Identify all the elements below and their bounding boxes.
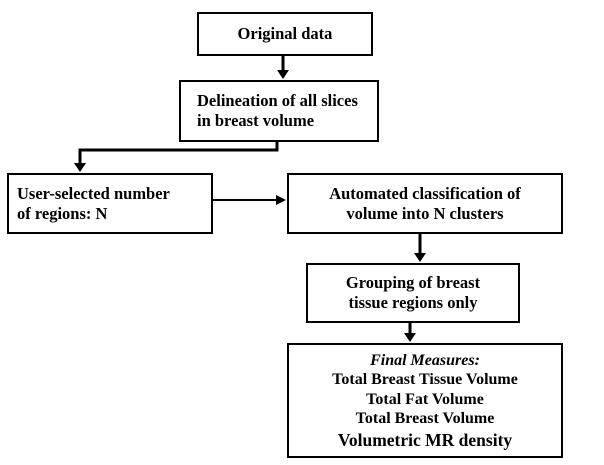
node-user-selected-regions: User-selected number of regions: N	[7, 173, 213, 234]
node-label: Original data	[237, 24, 333, 43]
node-final-measures: Final Measures: Total Breast Tissue Volu…	[287, 343, 563, 458]
node-label-line: Grouping of breast	[345, 273, 481, 292]
node-label-line: Delineation of all slices	[197, 91, 358, 110]
node-delineation: Delineation of all slices in breast volu…	[179, 80, 379, 142]
node-automated-classification: Automated classification of volume into …	[287, 173, 563, 234]
arrowhead-icon	[74, 163, 86, 172]
arrowhead-icon	[404, 333, 416, 342]
final-measure-item: Total Breast Volume	[355, 410, 495, 427]
arrowhead-icon	[414, 253, 426, 262]
node-original-data: Original data	[197, 12, 373, 56]
final-measures-title: Final Measures:	[370, 351, 480, 369]
final-measure-item: Volumetric MR density	[337, 429, 513, 450]
node-label-line: tissue regions only	[348, 293, 478, 312]
node-label-line: volume into N clusters	[346, 203, 504, 223]
arrowhead-icon	[277, 70, 289, 79]
final-measure-item: Total Fat Volume	[366, 390, 484, 408]
arrowhead-icon	[276, 195, 286, 205]
node-label-line: of regions: N	[17, 203, 108, 223]
final-measure-item: Total Breast Tissue Volume	[332, 371, 518, 388]
edge-delineation-to-user	[78, 142, 279, 164]
node-label-line: User-selected number	[17, 183, 170, 203]
node-label-line: Automated classification of	[329, 183, 521, 203]
node-grouping: Grouping of breast tissue regions only	[306, 263, 520, 323]
node-label-line: in breast volume	[197, 111, 315, 130]
